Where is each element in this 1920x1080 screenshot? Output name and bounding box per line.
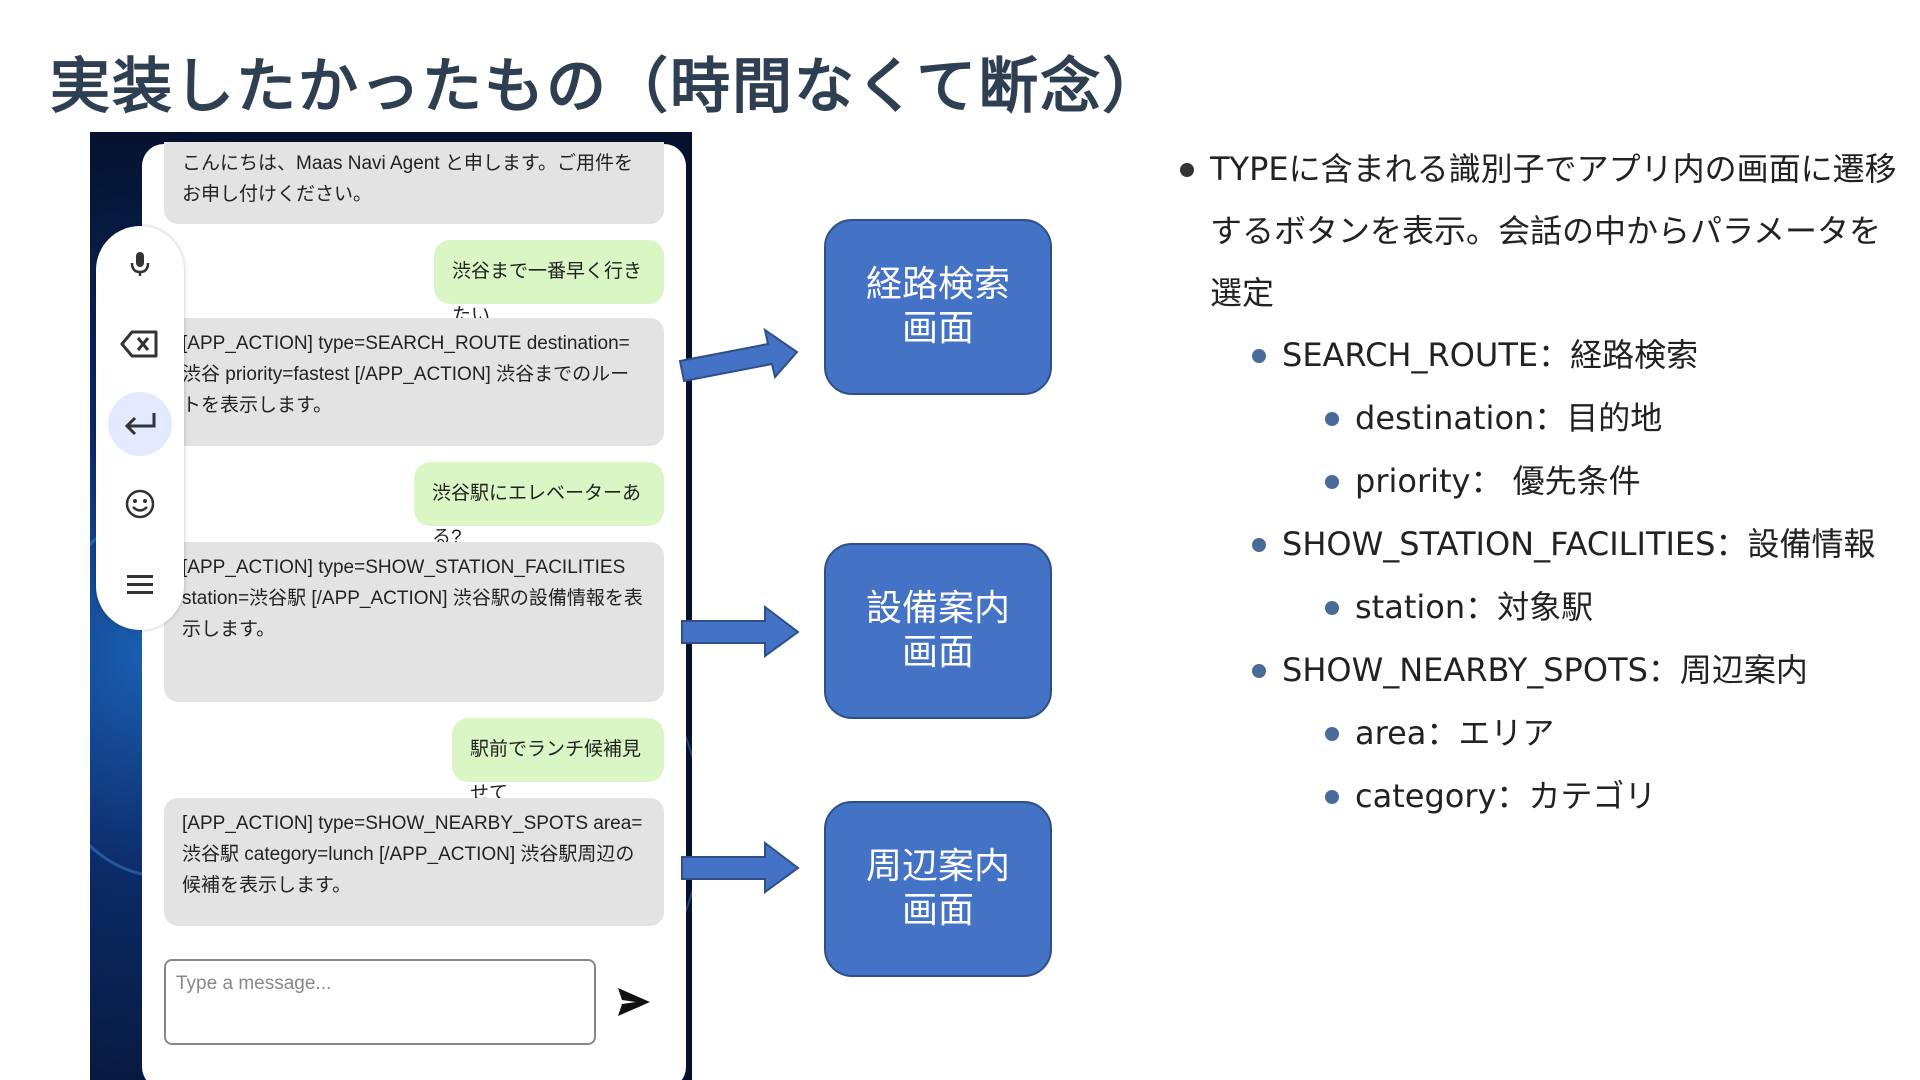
bullet-item-text: destination：目的地 xyxy=(1355,399,1663,437)
bullet-item: category：カテゴリ xyxy=(1325,765,1657,827)
chat-message-user: 駅前でランチ候補見せて xyxy=(452,718,664,804)
menu-icon xyxy=(127,575,153,594)
arrow-to-route-screen xyxy=(678,327,799,383)
chat-message-user: 渋谷まで一番早く行きたい xyxy=(434,240,664,326)
bullet-item-text: SEARCH_ROUTE：経路検索 xyxy=(1282,336,1699,374)
chat-message-user: 渋谷駅にエレベーターある? xyxy=(414,462,664,548)
nearby-guide-screen-box: 周辺案内 画面 xyxy=(824,801,1052,977)
bullet-dot xyxy=(1325,412,1339,426)
bullet-item: SEARCH_ROUTE：経路検索 xyxy=(1252,324,1699,386)
bullet-item: priority： 優先条件 xyxy=(1325,450,1641,512)
screen-box-line2: 画面 xyxy=(901,308,974,349)
message-input-placeholder: Type a message... xyxy=(176,973,332,994)
enter-button[interactable] xyxy=(108,392,172,456)
arrow-to-nearby-screen xyxy=(681,840,800,894)
screen-box-line1: 経路検索 xyxy=(865,264,1010,305)
bullet-dot xyxy=(1325,727,1339,741)
bullet-item-text: area：エリア xyxy=(1355,714,1555,752)
bullet-item-text: station：対象駅 xyxy=(1355,588,1594,626)
facility-info-screen-box: 設備案内 画面 xyxy=(824,543,1052,719)
chat-message-bot: [APP_ACTION] type=SHOW_NEARBY_SPOTS area… xyxy=(164,798,664,926)
bullet-item-text: SHOW_NEARBY_SPOTS：周辺案内 xyxy=(1282,651,1808,689)
floating-toolbar xyxy=(96,226,184,630)
screen-box-line1: 設備案内 xyxy=(865,588,1010,629)
mic-icon xyxy=(130,252,150,276)
route-search-screen-box: 経路検索 画面 xyxy=(824,219,1052,395)
bullet-item-text: SHOW_STATION_FACILITIES：設備情報 xyxy=(1282,525,1876,563)
bullet-item-text: priority： 優先条件 xyxy=(1355,462,1641,500)
bullet-dot xyxy=(1325,475,1339,489)
bullet-item: area：エリア xyxy=(1325,702,1555,764)
bullet-dot xyxy=(1252,349,1266,363)
mic-button[interactable] xyxy=(108,232,172,296)
screen-box-line2: 画面 xyxy=(901,890,974,931)
bullet-main-text: TYPEに含まれる識別子でアプリ内の画面に遷移するボタンを表示。会話の中からパラ… xyxy=(1210,150,1897,312)
emoji-icon xyxy=(125,489,155,519)
bullet-main: TYPEに含まれる識別子でアプリ内の画面に遷移するボタンを表示。会話の中からパラ… xyxy=(1180,138,1910,324)
bullet-dot xyxy=(1252,538,1266,552)
chat-panel: こんにちは、Maas Navi Agent と申します。ご用件をお申し付けくださ… xyxy=(142,142,686,1080)
chat-message-bot: こんにちは、Maas Navi Agent と申します。ご用件をお申し付けくださ… xyxy=(164,142,664,224)
screen-box-line1: 周辺案内 xyxy=(865,846,1010,887)
menu-button[interactable] xyxy=(108,552,172,616)
send-button[interactable] xyxy=(614,982,654,1022)
phone-screenshot: こんにちは、Maas Navi Agent と申します。ご用件をお申し付けくださ… xyxy=(90,132,692,1080)
bullet-item: destination：目的地 xyxy=(1325,387,1663,449)
chat-message-bot: [APP_ACTION] type=SEARCH_ROUTE destinati… xyxy=(164,318,664,446)
screen-box-line2: 画面 xyxy=(901,632,974,673)
backspace-button[interactable] xyxy=(108,312,172,376)
message-input[interactable]: Type a message... xyxy=(164,959,596,1045)
enter-icon xyxy=(124,413,156,436)
emoji-button[interactable] xyxy=(108,472,172,536)
bullet-item-text: category：カテゴリ xyxy=(1355,777,1657,815)
bullet-item: station：対象駅 xyxy=(1325,576,1594,638)
send-icon xyxy=(618,988,650,1016)
bullet-dot xyxy=(1325,601,1339,615)
bullet-dot xyxy=(1180,163,1194,177)
bullet-dot xyxy=(1325,790,1339,804)
bullet-dot xyxy=(1252,664,1266,678)
bullet-item: SHOW_STATION_FACILITIES：設備情報 xyxy=(1252,513,1876,575)
backspace-icon xyxy=(120,330,158,358)
arrow-to-facility-screen xyxy=(681,604,800,658)
chat-message-bot: [APP_ACTION] type=SHOW_STATION_FACILITIE… xyxy=(164,542,664,702)
bullet-item: SHOW_NEARBY_SPOTS：周辺案内 xyxy=(1252,639,1808,701)
slide-title: 実装したかったもの（時間なくて断念） xyxy=(50,52,1165,122)
